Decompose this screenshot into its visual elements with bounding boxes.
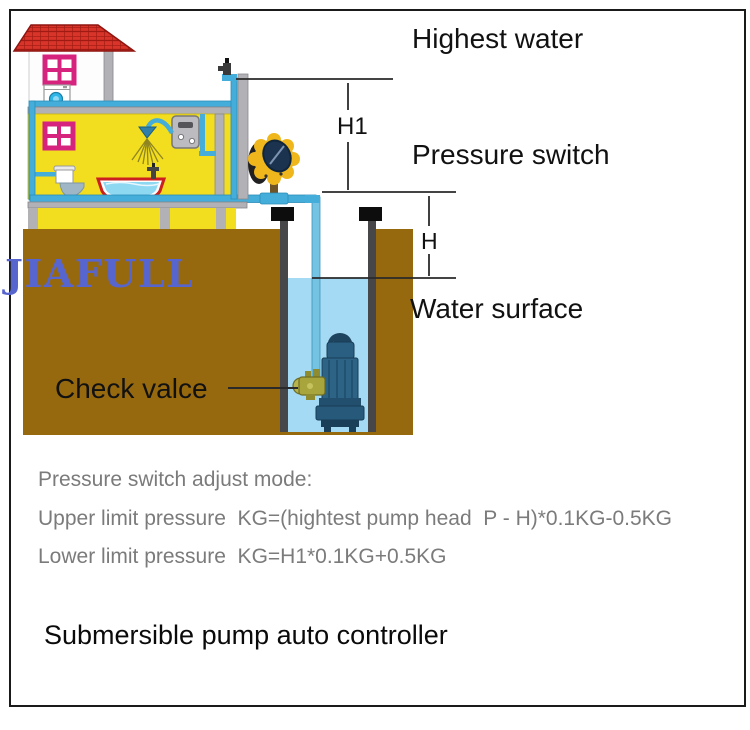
shower-spray (131, 138, 164, 166)
submersible-pump (314, 333, 365, 432)
label-check-valve: Check valce (55, 373, 208, 404)
image-border (9, 9, 746, 707)
upper-right-wall (103, 49, 114, 109)
pipe-top-elbow (222, 74, 237, 81)
pipe-well-elbow (305, 195, 320, 203)
well-cap-left (271, 207, 294, 221)
label-h: H (421, 228, 438, 254)
label-water-surface: Water surface (410, 293, 583, 324)
note-lower-limit: Lower limit pressure KG=H1*0.1KG+0.5KG (38, 545, 447, 568)
pipe-right-riser (230, 77, 238, 200)
well-wall-left (280, 219, 288, 432)
bathtub (95, 163, 167, 200)
check-valve (292, 369, 326, 400)
diagram-caption: Submersible pump auto controller (44, 620, 448, 650)
upper-window (42, 54, 77, 86)
switch-stem (270, 179, 278, 196)
label-h1: H1 (337, 113, 368, 140)
floor-slab (27, 106, 237, 115)
label-highest-water: Highest water (412, 23, 583, 54)
heater-pipe (200, 114, 205, 156)
pressure-switch-device (248, 133, 300, 205)
pipe-tee (259, 192, 289, 205)
dimension-lines (228, 78, 456, 389)
roof (12, 24, 137, 52)
lower-window (42, 121, 76, 151)
tub-faucet (147, 167, 159, 171)
well-wall-right (368, 219, 376, 432)
outer-wall (237, 73, 249, 200)
label-pressure-switch: Pressure switch (412, 139, 610, 170)
note-heading: Pressure switch adjust mode: (38, 468, 312, 491)
house (12, 24, 317, 229)
watermark-logo: JIAFULL (2, 251, 194, 296)
foundation (28, 208, 236, 229)
pipe-upper-horizontal (30, 100, 235, 108)
well-cap-right (359, 207, 382, 221)
shower (131, 118, 174, 166)
rooftop-tap (218, 58, 231, 75)
pipe-well-drop (311, 196, 321, 381)
well-shaft (288, 221, 368, 279)
ground-slab (27, 201, 248, 209)
note-upper-limit: Upper limit pressure KG=(hightest pump h… (38, 507, 672, 530)
pipe-left-riser (28, 100, 36, 201)
interior-wall (214, 113, 225, 200)
toilet-pipe (33, 172, 57, 177)
water-heater (171, 114, 216, 156)
